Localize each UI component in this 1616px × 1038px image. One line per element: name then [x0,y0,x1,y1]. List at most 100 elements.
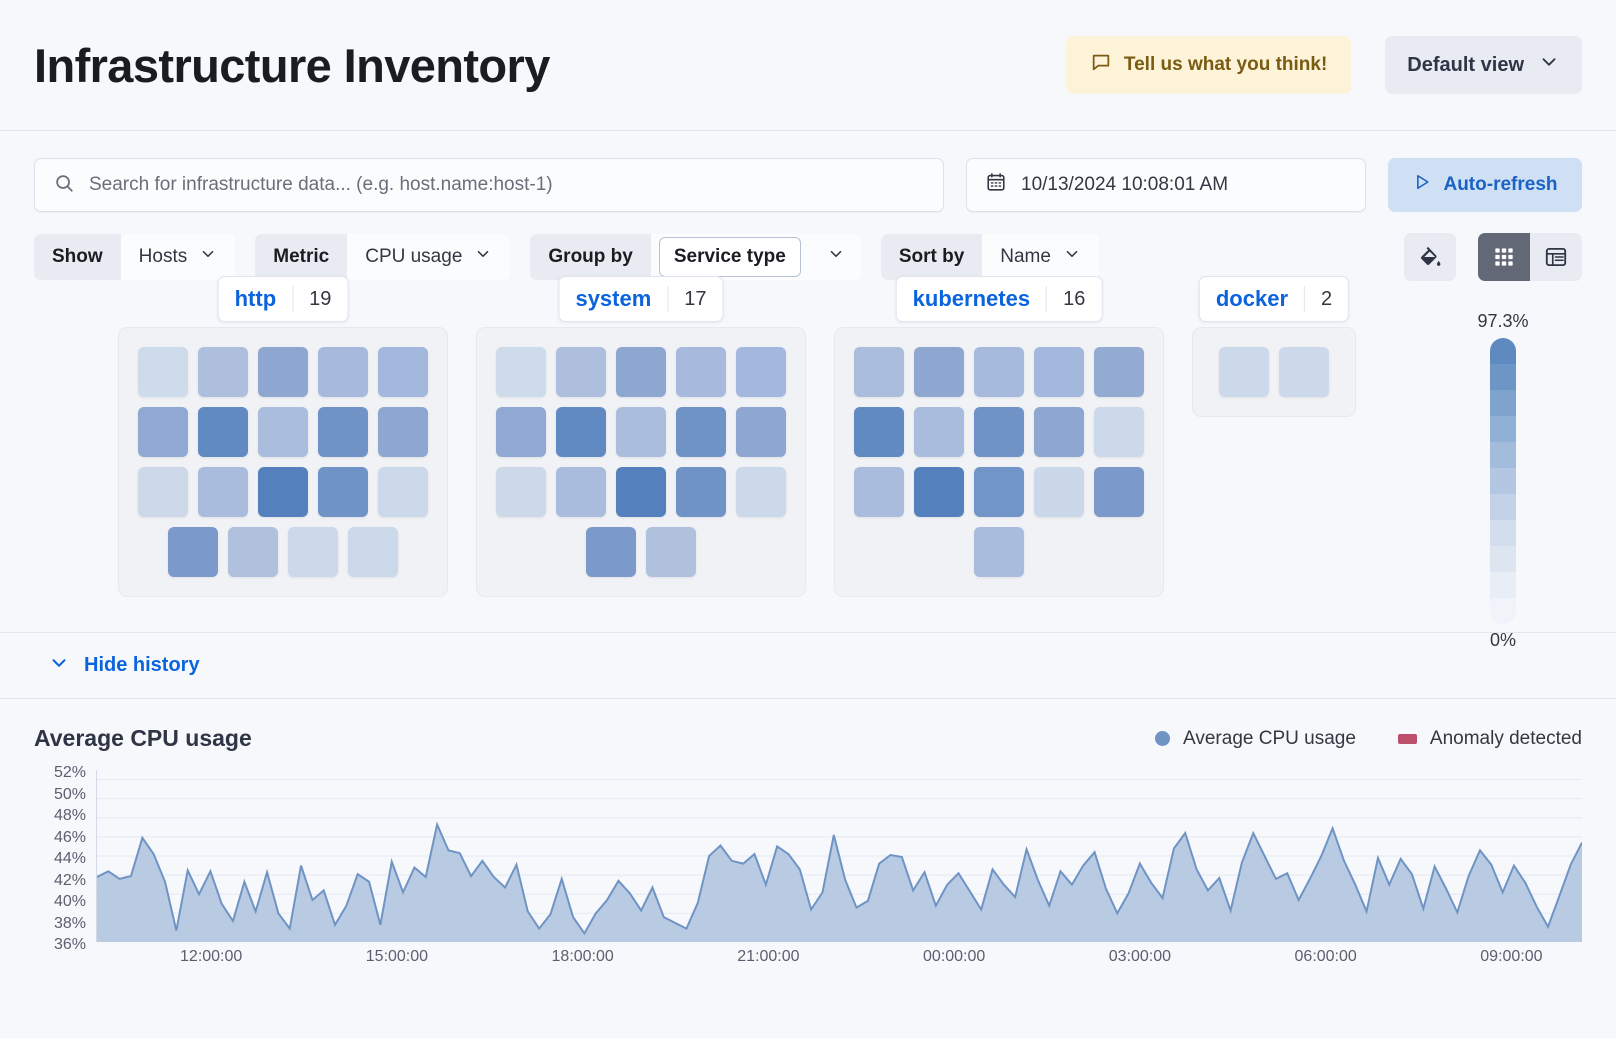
default-view-label: Default view [1407,53,1524,76]
waffle-cell[interactable] [198,347,248,397]
group-count: 2 [1321,287,1333,310]
x-tick-label: 18:00:00 [551,948,614,965]
waffle-cell[interactable] [556,347,606,397]
waffle-cell[interactable] [378,467,428,517]
waffle-cell[interactable] [1034,467,1084,517]
waffle-cell[interactable] [228,527,278,577]
waffle-cell[interactable] [914,467,964,517]
waffle-cell[interactable] [378,407,428,457]
view-toggle [1478,233,1582,281]
group-badge[interactable]: http 19 [217,276,349,322]
filter-group-by-label: Group by [530,234,651,280]
group-badge[interactable]: system 17 [558,276,724,322]
filter-group-by-select[interactable]: Service type [650,234,861,280]
filter-sort-by-select[interactable]: Name [982,234,1099,280]
area-fill [97,824,1582,942]
waffle-cell[interactable] [1094,467,1144,517]
waffle-cell[interactable] [1034,347,1084,397]
waffle-cell[interactable] [348,527,398,577]
waffle-cell[interactable] [616,347,666,397]
chart-legend: Average CPU usage Anomaly detected [1155,728,1582,750]
y-tick-label: 52% [53,764,86,781]
waffle-cell[interactable] [736,467,786,517]
waffle-cell[interactable] [258,407,308,457]
group-badge[interactable]: docker 2 [1198,276,1350,322]
search-row: Search for infrastructure data... (e.g. … [34,158,1582,212]
waffle-cell[interactable] [676,347,726,397]
waffle-cell[interactable] [1034,407,1084,457]
waffle-cell[interactable] [616,407,666,457]
auto-refresh-button[interactable]: Auto-refresh [1388,158,1582,212]
waffle-cell[interactable] [258,347,308,397]
chevron-down-icon [1063,245,1081,269]
waffle-group-system: system 17 [476,276,806,597]
waffle-cell[interactable] [258,467,308,517]
waffle-cell[interactable] [914,347,964,397]
waffle-cell[interactable] [556,467,606,517]
table-view-icon[interactable] [1530,233,1582,281]
waffle-cell[interactable] [198,407,248,457]
waffle-cell[interactable] [1094,347,1144,397]
waffle-cell[interactable] [736,347,786,397]
legend-step [1490,572,1516,598]
waffle-cell[interactable] [974,467,1024,517]
waffle-cell[interactable] [974,407,1024,457]
plot-area[interactable] [96,770,1582,942]
filter-show-select[interactable]: Hosts [120,234,236,280]
waffle-cell[interactable] [1094,407,1144,457]
waffle-cell[interactable] [736,407,786,457]
search-input[interactable]: Search for infrastructure data... (e.g. … [34,158,944,212]
legend-step [1490,546,1516,572]
waffle-cell[interactable] [974,347,1024,397]
waffle-cell[interactable] [318,467,368,517]
waffle-cell[interactable] [168,527,218,577]
waffle-cell[interactable] [378,347,428,397]
feedback-button[interactable]: Tell us what you think! [1065,36,1352,94]
waffle-cell[interactable] [318,347,368,397]
waffle-cell[interactable] [616,467,666,517]
paint-bucket-icon[interactable] [1404,233,1456,281]
waffle-cell[interactable] [854,407,904,457]
group-badge[interactable]: kubernetes 16 [895,276,1103,322]
filter-metric-select[interactable]: CPU usage [347,234,511,280]
grid-view-icon[interactable] [1478,233,1530,281]
search-placeholder: Search for infrastructure data... (e.g. … [89,174,553,195]
waffle-cell[interactable] [318,407,368,457]
waffle-cell[interactable] [198,467,248,517]
calendar-icon [985,171,1007,199]
waffle-cell[interactable] [854,467,904,517]
waffle-cell[interactable] [676,467,726,517]
waffle-cell[interactable] [586,527,636,577]
waffle-cell[interactable] [974,527,1024,577]
default-view-button[interactable]: Default view [1385,36,1582,94]
waffle-cell[interactable] [556,407,606,457]
legend-max-label: 97.3% [1477,311,1529,331]
legend-item-anomaly-detected[interactable]: Anomaly detected [1397,728,1582,750]
waffle-cell[interactable] [854,347,904,397]
waffle-cell[interactable] [288,527,338,577]
waffle-cell[interactable] [138,407,188,457]
x-tick-label: 09:00:00 [1480,948,1543,965]
y-tick-label: 36% [53,936,86,953]
play-icon [1412,172,1432,198]
hide-history-toggle[interactable]: Hide history [0,633,1616,699]
waffle-cell[interactable] [676,407,726,457]
waffle-cell[interactable] [138,347,188,397]
x-tick-label: 21:00:00 [737,948,800,965]
group-name: kubernetes [912,286,1031,311]
waffle-cell[interactable] [496,407,546,457]
waffle-cell[interactable] [138,467,188,517]
waffle-group-http: http 19 [118,276,448,597]
waffle-cell[interactable] [496,347,546,397]
y-tick-label: 44% [53,850,86,867]
hide-history-label: Hide history [84,654,200,676]
legend-item-average-cpu-usage[interactable]: Average CPU usage [1155,728,1356,750]
date-picker[interactable]: 10/13/2024 10:08:01 AM [966,158,1366,212]
waffle-cell[interactable] [496,467,546,517]
waffle-grid [491,342,791,582]
waffle-cell[interactable] [646,527,696,577]
waffle-cell[interactable] [1279,347,1329,397]
waffle-cell[interactable] [1219,347,1269,397]
waffle-cell[interactable] [914,407,964,457]
feedback-label: Tell us what you think! [1123,54,1328,75]
